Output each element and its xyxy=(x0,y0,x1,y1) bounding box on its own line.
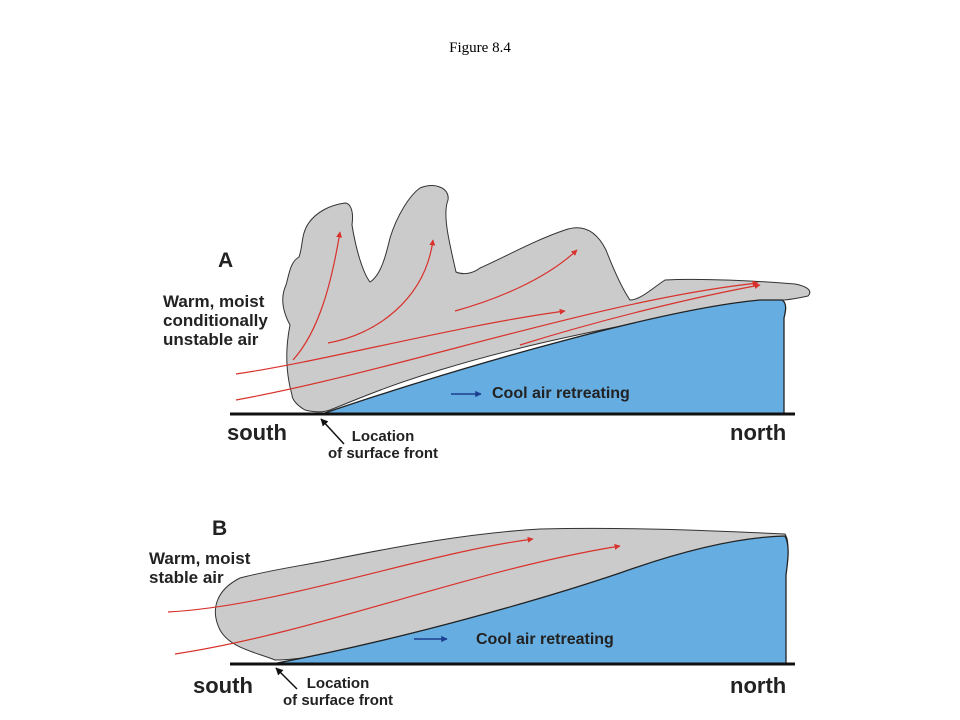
panel-a-warm-arrow xyxy=(454,249,578,312)
panel-b-front-label-line: Location xyxy=(306,675,370,692)
panel-b-air-label: Warm, moist stable air xyxy=(149,549,250,587)
panel-a-air-label-line: unstable air xyxy=(163,330,259,350)
panel-b-air-label-line: Warm, moist xyxy=(149,549,251,568)
panel-a-surface-front-arrow xyxy=(320,418,345,445)
panel-a-front-label: Location of surface front xyxy=(328,428,439,463)
panel-a-warm-arrow xyxy=(235,280,759,401)
figure-title: Figure 8.4 xyxy=(449,40,511,56)
panel-a-air-label-line: Warm, moist xyxy=(163,292,265,311)
panel-a-letter: A xyxy=(218,249,234,272)
panel-a-warm-arrow xyxy=(292,231,343,361)
panel-a-warm-arrow xyxy=(235,308,566,375)
panel-b xyxy=(167,527,795,690)
panel-b-cold-air-wedge xyxy=(271,535,789,665)
panel-b-warm-arrow xyxy=(174,543,621,655)
panel-b-north-label: north xyxy=(730,673,787,698)
panel-b-warm-arrow xyxy=(167,536,534,613)
panel-a-front-label-line: of surface front xyxy=(328,444,439,462)
panel-b-south-label: south xyxy=(193,673,253,698)
panel-a xyxy=(230,185,811,445)
panel-a-air-label-line: conditionally xyxy=(163,311,268,331)
panel-a-cool-air-label: Cool air retreating xyxy=(492,385,630,402)
panel-b-letter: B xyxy=(212,517,228,540)
panel-a-south-label: south xyxy=(227,420,287,445)
panel-b-air-label-line: stable air xyxy=(149,568,224,588)
panel-a-warm-arrow xyxy=(327,239,436,344)
panel-a-front-label-line: Location xyxy=(351,428,415,445)
panel-b-front-label-line: of surface front xyxy=(283,691,394,709)
panel-a-air-label: Warm, moist conditionally unstable air xyxy=(163,292,268,349)
panel-b-surface-front-arrow xyxy=(275,667,298,690)
panel-b-cool-air-label: Cool air retreating xyxy=(476,631,614,648)
panel-a-cold-air-wedge xyxy=(321,299,787,415)
panel-a-north-label: north xyxy=(730,420,787,445)
panel-b-front-label: Location of surface front xyxy=(283,675,394,710)
panel-a-cloud xyxy=(282,185,811,413)
panel-a-warm-arrow xyxy=(519,283,761,346)
